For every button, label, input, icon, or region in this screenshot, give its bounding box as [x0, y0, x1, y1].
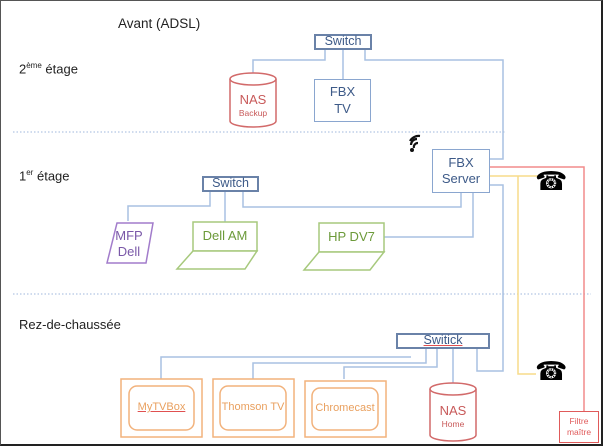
- link-switch-top-fbx-server: [364, 49, 504, 160]
- phone-line: [517, 176, 536, 375]
- fbx-server-line2: Server: [441, 171, 481, 186]
- floor-label-2: 2ème étage: [19, 61, 78, 76]
- switch-top[interactable]: Switch: [314, 34, 372, 50]
- nas-home-cylinder: [429, 382, 477, 442]
- link-switch-thomson: [252, 348, 427, 379]
- switch-bottom[interactable]: Switick: [396, 333, 490, 349]
- floor-label-suffix: ème: [26, 61, 42, 70]
- nas-backup-cylinder: [229, 72, 277, 128]
- diagram-title: Avant (ADSL): [118, 16, 201, 31]
- floor-label-number: 2: [19, 61, 27, 77]
- nas-backup[interactable]: NAS Backup: [230, 87, 276, 123]
- link-switch-mfp: [127, 192, 211, 221]
- nas-home-subtitle: Home: [441, 418, 465, 429]
- link-fbx-server-switch-bottom: [476, 184, 504, 372]
- chromecast[interactable]: Chromecast: [315, 402, 375, 415]
- filtre-line1: Filtre: [569, 416, 589, 427]
- floor-label-number: 1: [19, 168, 27, 184]
- thomson-tv[interactable]: Thomson TV: [221, 401, 285, 414]
- fbx-tv-line2: TV: [334, 100, 351, 116]
- link-fbx-server-hp: [384, 193, 474, 238]
- mfp-dell[interactable]: MFP Dell: [109, 227, 149, 261]
- hp-dv7-laptop-shape: [302, 222, 386, 271]
- phone-icon: ☎: [535, 166, 568, 196]
- adsl-line: [490, 166, 585, 411]
- link-switch-mid-fbx-server: [242, 192, 462, 208]
- hp-dv7[interactable]: HP DV7: [328, 229, 375, 245]
- mfp-dell-line2: Dell: [117, 244, 141, 259]
- nas-backup-subtitle: Backup: [238, 107, 268, 118]
- fbx-server-line1: FBX: [448, 154, 474, 170]
- mfp-printer-shape: [106, 222, 154, 264]
- link-switch-mytvbox: [160, 356, 411, 379]
- nas-backup-title: NAS: [239, 91, 267, 107]
- nas-home-title: NAS: [439, 402, 467, 418]
- phone-icon: ☎: [535, 356, 568, 386]
- fbx-tv-line1: FBX: [329, 84, 356, 100]
- mytvbox[interactable]: MyTVBox: [129, 386, 194, 430]
- floor-label-text: étage: [41, 61, 78, 77]
- mytvbox-shape: [120, 378, 203, 438]
- filtre-line2: maître: [566, 427, 592, 437]
- mytvbox-label: MyTVBox: [137, 401, 186, 414]
- link-switch-chromecast: [343, 348, 438, 379]
- filtre-maitre[interactable]: Filtre maître: [559, 411, 599, 443]
- link-switch-nas-backup: [252, 49, 326, 73]
- nas-home[interactable]: NAS Home: [430, 398, 476, 434]
- wifi-icon: [409, 134, 421, 152]
- fbx-tv[interactable]: FBX TV: [314, 79, 371, 122]
- thomson-tv-shape: [212, 378, 295, 438]
- chromecast-shape: [304, 380, 387, 438]
- fbx-server[interactable]: FBX Server: [432, 149, 490, 193]
- switch-bottom-label: Switick: [423, 333, 463, 348]
- floor-label-suffix: er: [26, 168, 34, 177]
- dell-am-laptop-shape: [175, 221, 259, 270]
- floor-label-text: étage: [33, 168, 70, 184]
- floor-label-ground: Rez-de-chaussée: [19, 317, 121, 332]
- switch-mid[interactable]: Switch: [202, 176, 259, 192]
- dell-am[interactable]: Dell AM: [202, 228, 248, 244]
- floor-label-1: 1er étage: [19, 168, 70, 183]
- mfp-dell-line1: MFP: [115, 227, 143, 243]
